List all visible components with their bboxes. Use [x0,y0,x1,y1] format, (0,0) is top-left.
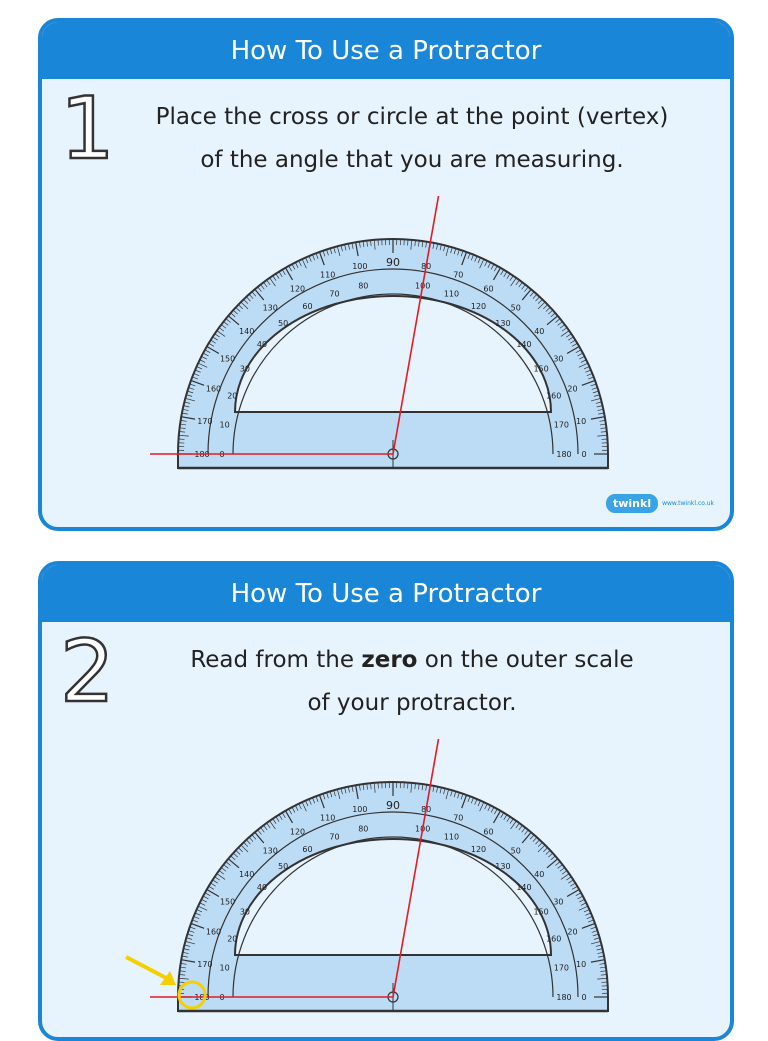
inner-scale-label: 170 [554,420,569,429]
outer-scale-label: 70 [453,814,463,823]
outer-scale-label: 60 [483,285,493,294]
twinkl-logo-badge: twinkl [606,494,658,513]
step-card-1: How To Use a Protractor 1 Place the cros… [38,18,734,531]
inner-scale-label: 140 [516,883,531,892]
inner-scale-label: 20 [227,935,237,944]
inner-scale-label: 50 [278,862,288,871]
protractor-diagram: 0 10 20 30 40 50 60 70 80 90 100 110 120 130 140 150 160… [42,565,734,1041]
outer-scale-label: 60 [483,828,493,837]
inner-scale-label: 20 [227,392,237,401]
outer-scale-label: 120 [290,285,305,294]
inner-scale-label: 110 [444,289,459,298]
outer-scale-label: 110 [320,271,335,280]
outer-scale-label: 140 [239,870,254,879]
outer-scale-label: 150 [220,898,235,907]
outer-scale-label: 40 [534,870,544,879]
inner-scale-label: 180 [556,450,571,459]
outer-scale-label: 120 [290,828,305,837]
inner-scale-label: 30 [240,365,250,374]
outer-scale-label: 150 [220,355,235,364]
outer-scale-label: 10 [576,417,586,426]
outer-scale-label: 40 [534,327,544,336]
inner-scale-label: 40 [257,340,267,349]
inner-scale-label: 140 [516,340,531,349]
outer-scale-label: 0 [581,450,586,459]
inner-scale-label: 80 [358,825,368,834]
outer-scale-label: 130 [263,304,278,313]
inner-scale-label: 60 [302,845,312,854]
outer-scale-label: 110 [320,814,335,823]
inner-scale-label: 130 [495,319,510,328]
step-card-2: How To Use a Protractor 2 Read from the … [38,561,734,1041]
inner-scale-label: 170 [554,963,569,972]
outer-scale-label: 10 [576,960,586,969]
inner-scale-label: 50 [278,319,288,328]
inner-scale-label: 40 [257,883,267,892]
outer-scale-label: 130 [263,847,278,856]
outer-scale-label: 70 [453,271,463,280]
inner-scale-label: 120 [471,302,486,311]
outer-scale-label: 30 [553,898,563,907]
outer-scale-label: 90 [386,256,400,269]
outer-scale-label: 170 [197,417,212,426]
outer-scale-label: 100 [352,805,367,814]
outer-scale-label: 90 [386,799,400,812]
inner-scale-label: 30 [240,908,250,917]
inner-scale-label: 150 [533,365,548,374]
inner-scale-label: 80 [358,282,368,291]
outer-scale-label: 100 [352,262,367,271]
pointer-arrow-shaft [126,957,172,981]
outer-scale-label: 50 [511,847,521,856]
outer-scale-label: 140 [239,327,254,336]
outer-scale-label: 50 [511,304,521,313]
outer-scale-label: 0 [581,993,586,1002]
inner-scale-label: 160 [546,935,561,944]
twinkl-logo: twinkl www.twinkl.co.uk [606,494,714,513]
inner-scale-label: 160 [546,392,561,401]
outer-scale-label: 160 [206,385,221,394]
protractor-body [178,782,608,1011]
inner-scale-label: 60 [302,302,312,311]
inner-scale-label: 70 [329,289,339,298]
inner-scale-label: 70 [329,832,339,841]
inner-scale-label: 10 [220,963,230,972]
inner-scale-label: 180 [556,993,571,1002]
protractor-diagram: 0 10 20 30 40 50 60 70 80 90 100 110 120 130 140 150 160… [42,22,734,531]
inner-scale-label: 120 [471,845,486,854]
outer-scale-label: 20 [567,385,577,394]
twinkl-logo-url: www.twinkl.co.uk [662,500,714,507]
inner-scale-label: 110 [444,832,459,841]
outer-scale-label: 170 [197,960,212,969]
protractor-body [178,239,608,468]
outer-scale-label: 160 [206,928,221,937]
inner-scale-label: 10 [220,420,230,429]
inner-scale-label: 130 [495,862,510,871]
inner-scale-label: 150 [533,908,548,917]
outer-scale-label: 20 [567,928,577,937]
outer-scale-label: 30 [553,355,563,364]
